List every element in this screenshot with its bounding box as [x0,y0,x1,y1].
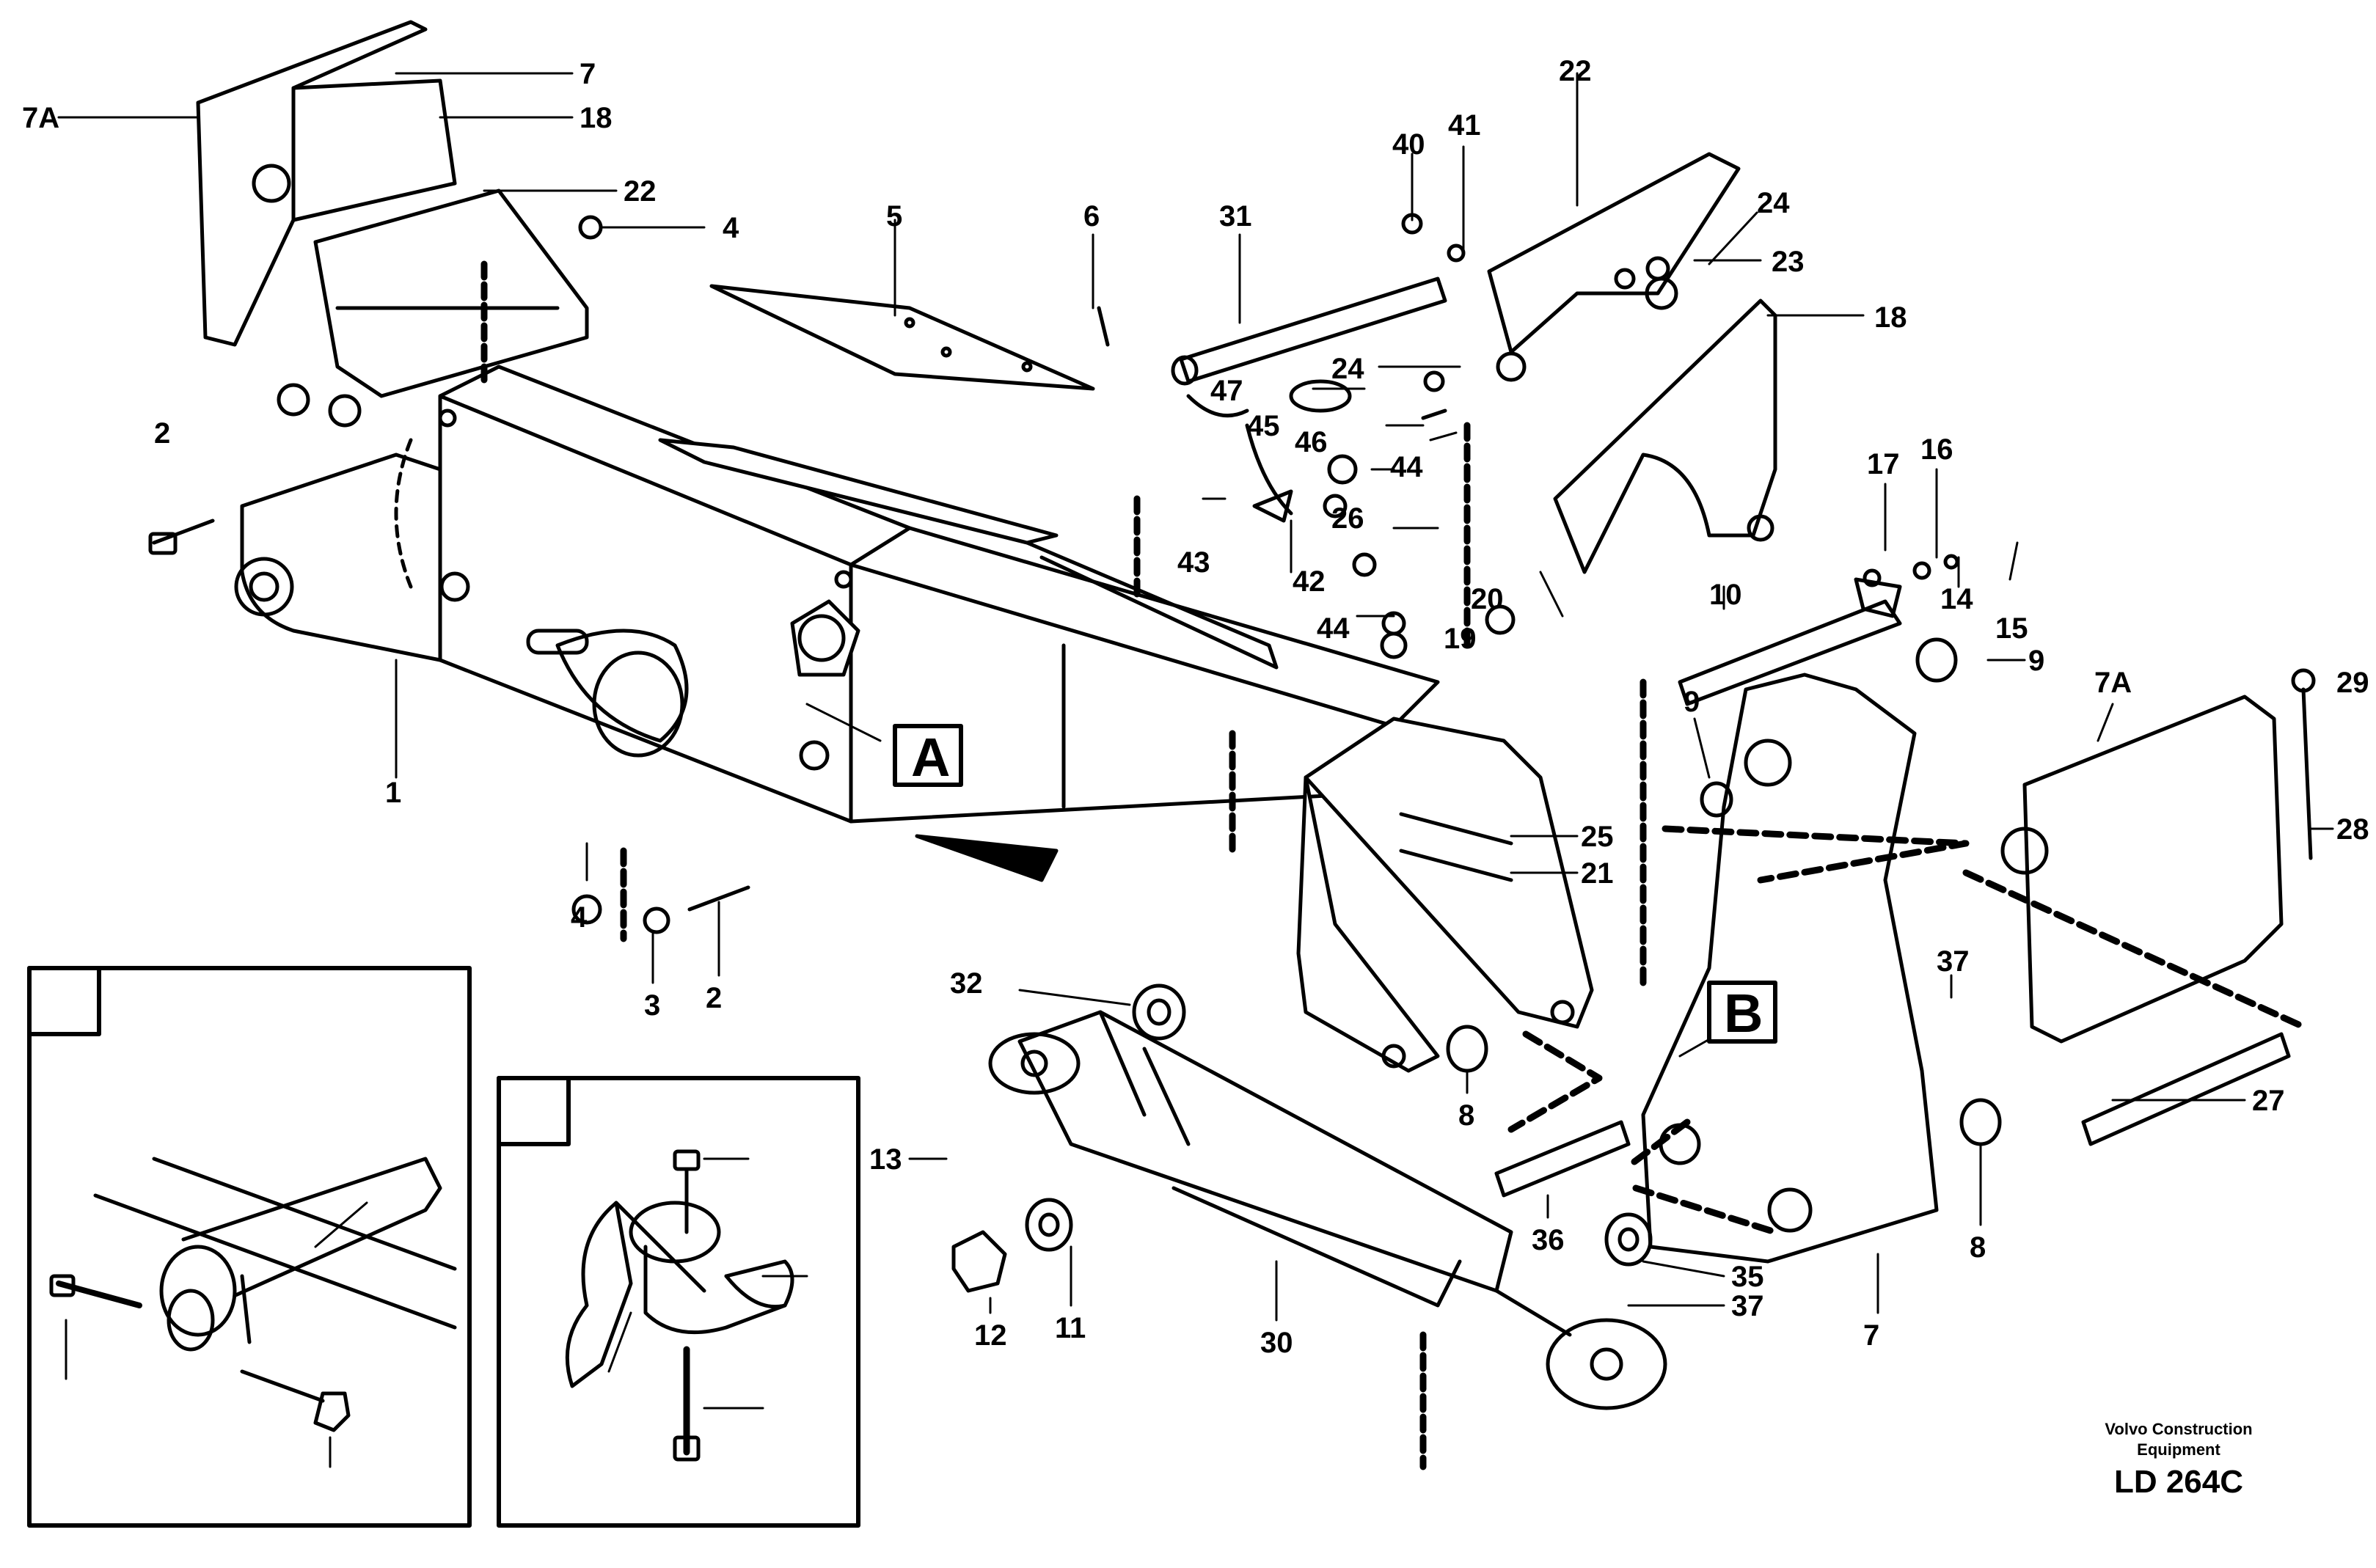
brand-line-2: Equipment [2137,1440,2220,1459]
callout-26: 26 [1331,502,1364,535]
callout-8-right: 8 [1970,1231,1986,1264]
callout-2: 2 [154,417,170,450]
callout-9-left: 9 [1684,686,1700,718]
callout-44-top: 44 [1390,451,1423,483]
callout-9-right: 9 [2028,645,2044,677]
brand-line-1: Volvo Construction [2105,1420,2253,1438]
callout-1: 1 [385,777,401,809]
guard-7a-right [2000,695,2284,1044]
callout-46: 46 [1295,426,1328,458]
callout-37-bottom: 37 [1731,1290,1764,1322]
pin-31 [1171,276,1447,386]
callout-24: 24 [1757,187,1790,219]
callout-47: 47 [1210,375,1243,407]
callout-11: 11 [1055,1312,1086,1344]
callout-41: 41 [1448,109,1481,142]
pin-27 [2081,1032,2291,1146]
callout-25: 25 [1581,821,1614,853]
callout-40: 40 [1392,128,1425,161]
callout-b-main: B [1724,983,1763,1044]
callout-29: 29 [2336,667,2369,699]
callout-7a-right: 7A [2094,667,2132,699]
callout-3: 3 [644,989,660,1022]
main-frame [234,364,1440,882]
callout-20: 20 [1471,583,1504,615]
callout-4-lower: 4 [571,901,588,934]
callout-12: 12 [974,1319,1007,1352]
brand-caption: Volvo Construction Equipment [2054,1419,2303,1460]
callout-45: 45 [1247,410,1280,442]
callout-box-b [1707,981,1777,1044]
callout-27: 27 [2252,1085,2285,1117]
callout-18-right: 18 [1874,301,1907,334]
callout-37-top: 37 [1937,945,1970,978]
callout-22: 22 [624,175,657,208]
callout-35: 35 [1731,1261,1764,1293]
callout-10: 10 [1709,579,1742,611]
callout-44-bottom: 44 [1317,612,1350,645]
bracket-right [1133,152,1777,649]
pin-36 [1494,1120,1631,1198]
leader-lines [57,72,2334,1322]
washers-nuts [571,213,2316,1293]
callout-32: 32 [950,967,983,1000]
mount-bracket [1229,678,1647,1073]
detail-b-frame [497,1076,860,1528]
bracket-left [196,20,603,428]
cylinder-30 [988,1010,1667,1470]
callout-16: 16 [1920,433,1953,466]
callout-43: 43 [1177,546,1210,579]
callout-4: 4 [723,212,739,244]
callout-8-mid: 8 [1458,1099,1474,1132]
callout-31: 31 [1219,200,1252,232]
callout-42: 42 [1293,565,1326,598]
callout-2-lower: 2 [706,982,722,1014]
pin-10 [1678,577,1902,706]
callout-13: 13 [869,1143,902,1176]
callout-19: 19 [1444,623,1477,655]
callout-30: 30 [1260,1327,1293,1359]
callout-7-bottom: 7 [1863,1319,1879,1352]
callout-14: 14 [1940,583,1973,615]
callout-6: 6 [1083,200,1100,232]
callout-5: 5 [886,200,902,232]
callout-7: 7 [580,58,596,90]
callout-a-main: A [911,727,950,788]
callout-21: 21 [1581,857,1614,890]
callout-15: 15 [1995,612,2028,645]
bolt-2-upper [148,519,215,555]
callout-box-a [893,724,963,787]
detail-a-frame [27,966,472,1528]
link-7 [1641,673,1939,1264]
callout-labels: 7A 7 18 22 4 2 1 5 6 31 40 41 22 24 23 1… [22,55,2369,1359]
callout-18: 18 [580,102,613,134]
plate-5 [709,284,1095,391]
callout-22-right: 22 [1559,55,1592,87]
callout-17: 17 [1867,448,1900,480]
callout-24-mid: 24 [1331,353,1364,385]
callout-28: 28 [2336,813,2369,846]
drawing-code: LD 264C [2113,1464,2244,1500]
callout-23: 23 [1772,246,1805,278]
callout-7a-top: 7A [22,102,59,134]
plate-upper [658,438,1279,670]
callout-36: 36 [1532,1224,1565,1256]
